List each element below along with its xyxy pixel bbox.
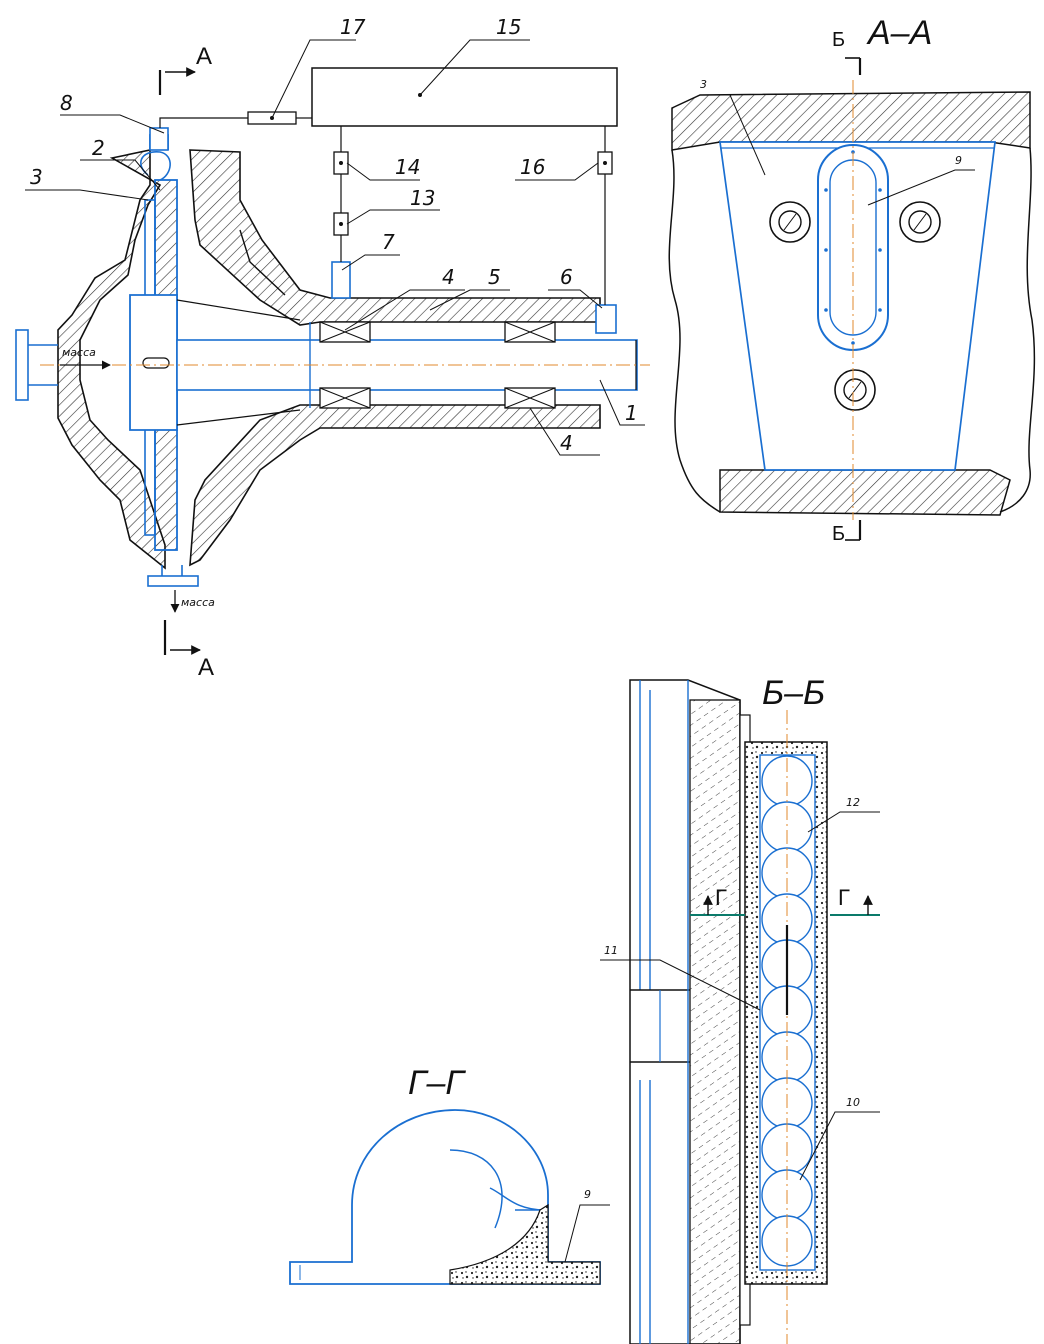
section-aa-title: А–А [866, 14, 932, 52]
housing-body-lower [189, 404, 601, 567]
label-4b: 4 [560, 431, 573, 455]
slot-9 [817, 144, 889, 351]
label-16: 16 [520, 155, 545, 179]
label-3b: 3 [700, 78, 707, 91]
section-bb-view: Б–Б [600, 674, 880, 1344]
sensor-7 [331, 261, 351, 299]
leaders-main [25, 39, 645, 456]
label-13: 13 [410, 186, 435, 210]
bearing-right-top [504, 321, 556, 343]
inlet-flow-label: масса [62, 346, 96, 359]
label-3: 3 [30, 165, 43, 189]
cut-mark-a-bottom: А [163, 620, 214, 681]
label-2: 2 [92, 136, 105, 160]
label-1: 1 [625, 401, 638, 425]
outlet-flow-label: масса [181, 596, 215, 609]
bolt-hole-right [899, 201, 941, 243]
section-gg-title: Г–Г [408, 1064, 466, 1102]
bolt-hole-left [769, 201, 811, 243]
label-9a: 9 [955, 154, 962, 167]
cut-label-a-bottom: А [198, 654, 214, 681]
cut-mark-b-bottom: Б [832, 520, 862, 545]
label-9b: 9 [584, 1188, 591, 1201]
label-6: 6 [560, 265, 573, 289]
label-17: 17 [340, 15, 366, 39]
cut-mark-b-top: Б [832, 29, 862, 75]
label-11: 11 [604, 944, 618, 957]
block-15 [311, 67, 618, 127]
insert-9 [449, 1203, 601, 1285]
sensor-8 [149, 127, 169, 151]
shaft-1 [176, 339, 638, 391]
cut-label-g-left: Г [715, 885, 727, 910]
label-4a: 4 [442, 265, 455, 289]
label-15: 15 [496, 15, 521, 39]
section-gg-view: Г–Г 9 [289, 1064, 610, 1285]
cut-label-g-right: Г [838, 885, 850, 910]
main-section-view: масса масса А А [15, 15, 650, 681]
bearing-left-bottom [319, 387, 371, 409]
cut-label-a-top: А [196, 43, 212, 70]
cut-mark-a-top: А [158, 43, 212, 95]
bolt-hole-bottom [834, 369, 876, 411]
inlet-flange [15, 329, 29, 401]
bearing-left-top [319, 321, 371, 343]
label-5: 5 [488, 265, 501, 289]
label-7: 7 [382, 230, 395, 254]
label-12: 12 [846, 796, 860, 809]
label-14: 14 [395, 155, 420, 179]
bearing-right-bottom [504, 387, 556, 409]
cut-label-b-top: Б [832, 29, 845, 51]
label-10: 10 [846, 1096, 860, 1109]
outlet-flange [147, 575, 199, 587]
sensor-6 [595, 304, 617, 334]
label-8: 8 [60, 91, 73, 115]
section-bb-title: Б–Б [762, 674, 825, 712]
cut-mark-g: Г Г [690, 885, 880, 916]
cut-label-b-bottom: Б [832, 523, 845, 545]
section-aa-view: А–А Б [668, 14, 1036, 545]
